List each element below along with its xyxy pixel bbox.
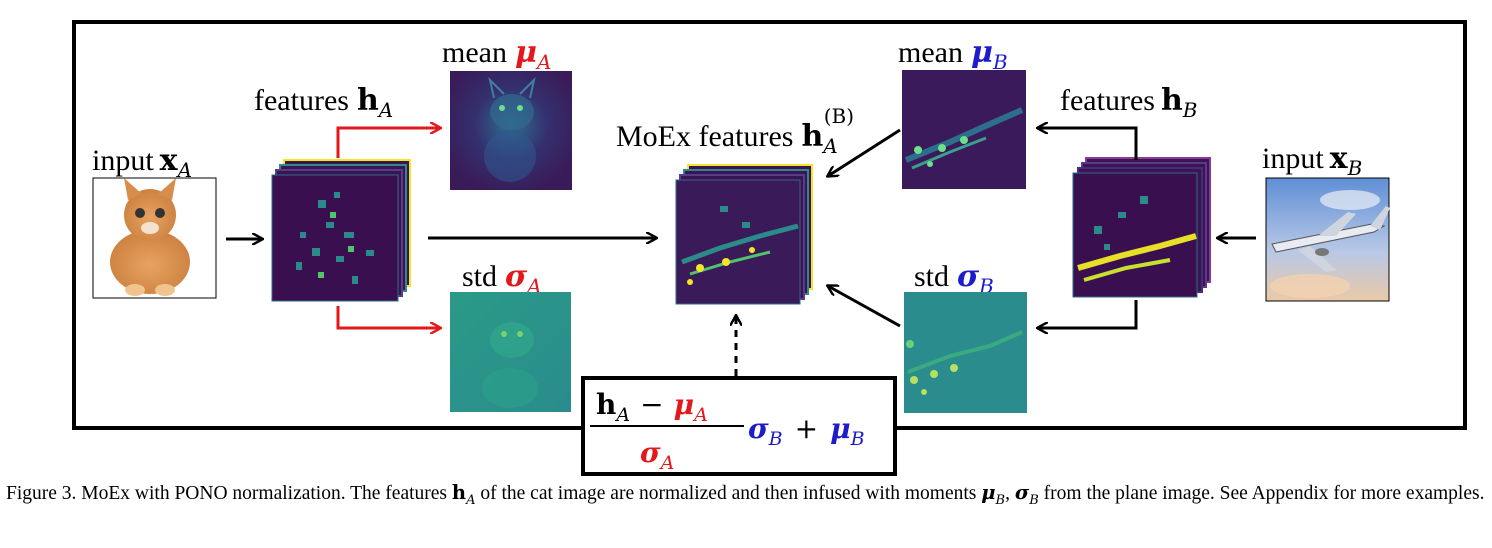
features-a-stack bbox=[271, 159, 411, 302]
arrow-std-b-to-moex bbox=[828, 286, 901, 328]
cat-image bbox=[92, 177, 217, 299]
formula-denominator: σA bbox=[640, 436, 674, 474]
figure-caption: Figure 3. MoEx with PONO normalization. … bbox=[6, 481, 1485, 508]
mean-b-map bbox=[902, 70, 1026, 189]
formula-box: hA−μA σA σB+μB bbox=[581, 376, 897, 476]
arrow-features-b-to-std-b bbox=[1038, 300, 1138, 328]
arrow-features-to-mean-a bbox=[336, 128, 440, 158]
arrow-features-b-to-mean-b bbox=[1038, 128, 1138, 160]
std-a-map bbox=[450, 292, 571, 412]
plane-image bbox=[1265, 177, 1390, 302]
moex-features-stack bbox=[675, 164, 813, 305]
formula-numerator: hA−μA bbox=[596, 388, 708, 426]
arrow-mean-b-to-moex bbox=[828, 128, 901, 176]
mean-a-map bbox=[450, 71, 572, 190]
formula-tail: σB+μB bbox=[748, 412, 865, 450]
std-b-map bbox=[904, 292, 1027, 413]
arrow-features-to-std-a bbox=[336, 306, 440, 328]
features-b-stack bbox=[1072, 157, 1211, 298]
